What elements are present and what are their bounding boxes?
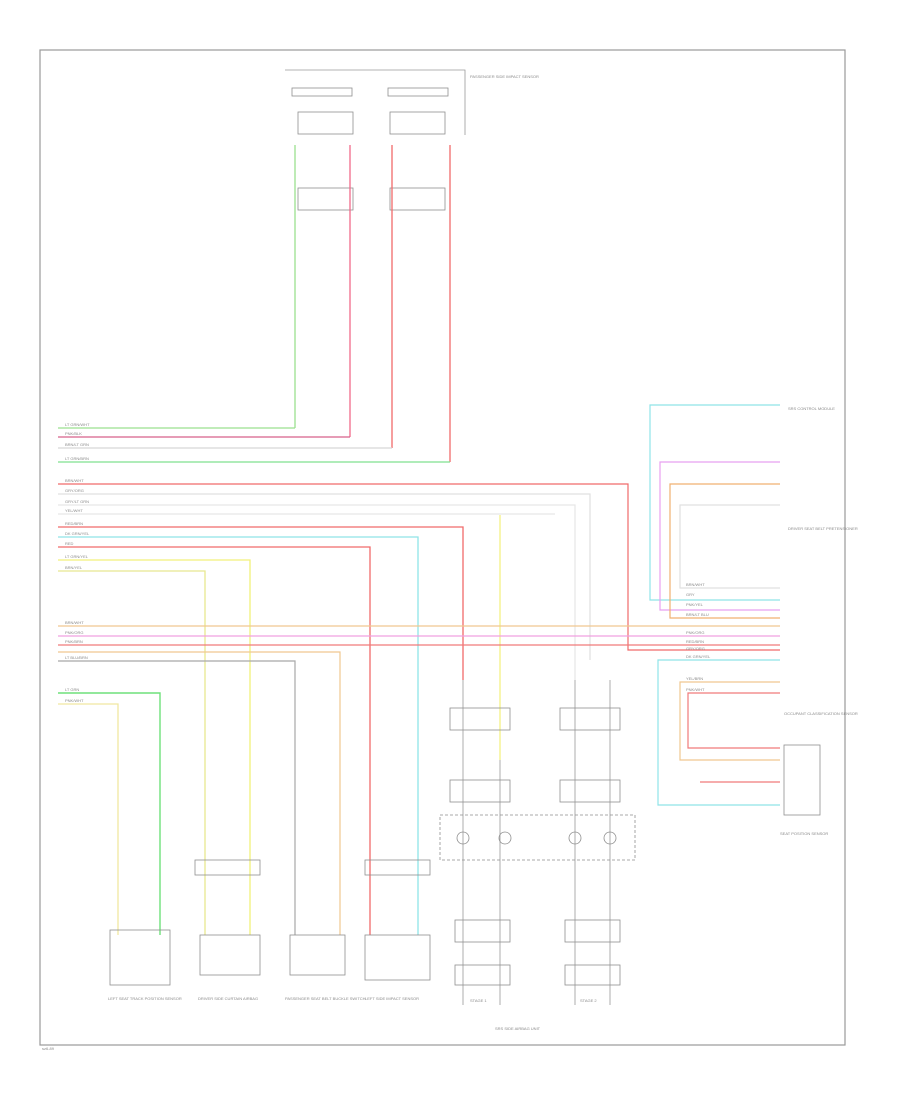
wire-label: DK GRN/YEL — [686, 654, 711, 659]
wire-label: BRN/YEL — [65, 565, 83, 570]
left-bottom-wires — [58, 692, 161, 935]
top-module-label: PASSENGER SIDE IMPACT SENSOR — [470, 74, 539, 79]
airbag-unit-2-label: STAGE 2 — [580, 998, 597, 1003]
wire-label: PNK/ORG — [686, 630, 704, 635]
right-top-label: SRS CONTROL MODULE — [788, 406, 835, 411]
wire-label: DK GRN/YEL — [65, 531, 90, 536]
wire-label: LT GRN/YEL — [65, 554, 89, 559]
airbag-unit-1-label: STAGE 1 — [470, 998, 487, 1003]
left-label-1: LEFT SEAT TRACK POSITION SENSOR — [108, 996, 182, 1001]
upper-bus — [58, 427, 450, 463]
diagram-code: sz6-89 — [42, 1046, 55, 1051]
wire-label: PNK/YEL — [686, 602, 704, 607]
wire-label: PNK/BRN — [65, 639, 83, 644]
diagram-frame — [39, 49, 846, 1046]
wire-label: PNK/WHT — [686, 687, 705, 692]
wire-label: LT GRN/BRN — [65, 456, 89, 461]
wire-label: YEL/BRN — [686, 676, 703, 681]
left-label-2: DRIVER SIDE CURTAIN AIRBAG — [198, 996, 258, 1001]
wire-label: BRN/LT GRN — [65, 442, 89, 447]
wire-label: GRY/ORG — [65, 488, 84, 493]
wire-label: PNK/WHT — [65, 698, 84, 703]
wire-label: RED — [65, 541, 74, 546]
wire-label: BRN/WHT — [686, 582, 705, 587]
wire-label: GRY/LT GRN — [65, 499, 89, 504]
wire-label: BRN/WHT — [65, 478, 84, 483]
wire-label: RED/BRN — [65, 521, 83, 526]
right-bottom-label: SEAT POSITION SENSOR — [780, 831, 828, 836]
left-label-4: LEFT SIDE IMPACT SENSOR — [365, 996, 419, 1001]
wire-label: RED/BRN — [686, 639, 704, 644]
top-wires — [294, 145, 451, 462]
wire-label: BRN/WHT — [65, 620, 84, 625]
wire-label: LT GRN/WHT — [65, 422, 90, 427]
wire-label: GRY — [686, 592, 695, 597]
left-components: LEFT SEAT TRACK POSITION SENSOR DRIVER S… — [108, 859, 431, 1001]
top-module: PASSENGER SIDE IMPACT SENSOR — [285, 69, 539, 211]
right-low-label: OCCUPANT CLASSIFICATION SENSOR — [784, 711, 858, 716]
lower-bus — [58, 625, 780, 935]
right-wires: SRS CONTROL MODULE DRIVER SEAT BELT PRET… — [649, 404, 858, 836]
wire-label: BRN/LT BLU — [686, 612, 709, 617]
wire-label: YEL/WHT — [65, 508, 83, 513]
wire-label: PNK/ORG — [65, 630, 83, 635]
wire-label: LT BLU/BRN — [65, 655, 88, 660]
airbag-units: STAGE 1 STAGE 2 SRS SIDE AIRBAG UNIT — [439, 680, 636, 1031]
left-label-3: PASSENGER SEAT BELT BUCKLE SWITCH — [285, 996, 366, 1001]
right-wire-labels: BRN/WHT GRY PNK/YEL BRN/LT BLU PNK/ORG R… — [686, 582, 711, 692]
right-mid-label: DRIVER SEAT BELT PRETENSIONER — [788, 526, 858, 531]
wire-label: PNK/BLK — [65, 431, 82, 436]
wire-label: LT GRN — [65, 687, 79, 692]
left-wire-labels: LT GRN/WHT PNK/BLK BRN/LT GRN LT GRN/BRN… — [65, 422, 90, 703]
middle-bus — [58, 483, 780, 935]
wire-label: GRY/ORG — [686, 646, 705, 651]
bottom-caption: SRS SIDE AIRBAG UNIT — [495, 1026, 541, 1031]
